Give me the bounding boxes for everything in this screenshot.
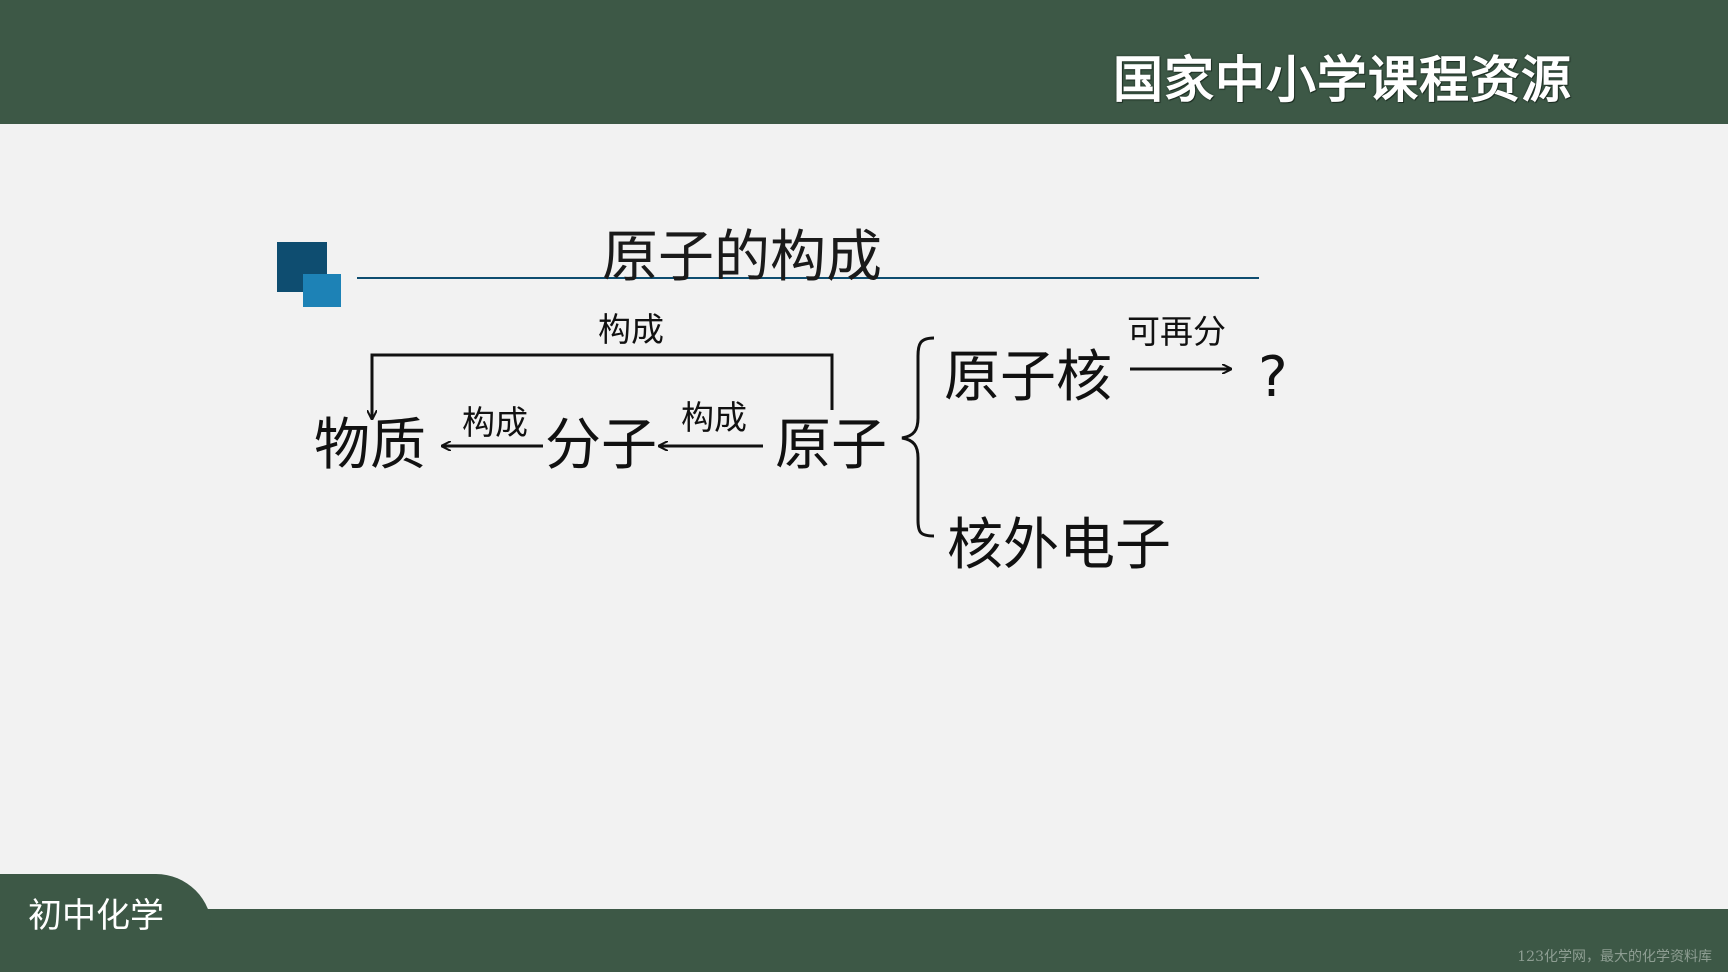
node-substance: 物质 (314, 413, 426, 478)
label-constitutes-atom-to-molecule: 构成 (681, 398, 747, 437)
label-constitutes-molecule-to-substance: 构成 (462, 403, 528, 442)
node-nucleus: 原子核 (944, 345, 1112, 410)
slide-title: 原子的构成 (602, 225, 882, 290)
footer-bar (0, 909, 1728, 972)
brand-title: 国家中小学课程资源 (1113, 51, 1572, 109)
node-unknown: ? (1258, 345, 1288, 410)
watermark: 123化学网，最大的化学资料库 (1517, 949, 1712, 965)
curly-brace (901, 336, 935, 538)
subject-label: 初中化学 (28, 896, 164, 936)
label-divisible-again: 可再分 (1127, 312, 1226, 351)
title-decoration-light-square (303, 274, 341, 307)
header-bar: 国家中小学课程资源 (0, 0, 1728, 124)
footer-subject-tab (0, 874, 212, 972)
node-atom: 原子 (775, 413, 887, 478)
node-electrons: 核外电子 (947, 513, 1171, 578)
label-constitutes-top: 构成 (598, 310, 664, 349)
bracket-arrow-atom-to-substance (372, 353, 834, 418)
title-underline (357, 277, 1259, 279)
node-molecule: 分子 (545, 413, 657, 478)
